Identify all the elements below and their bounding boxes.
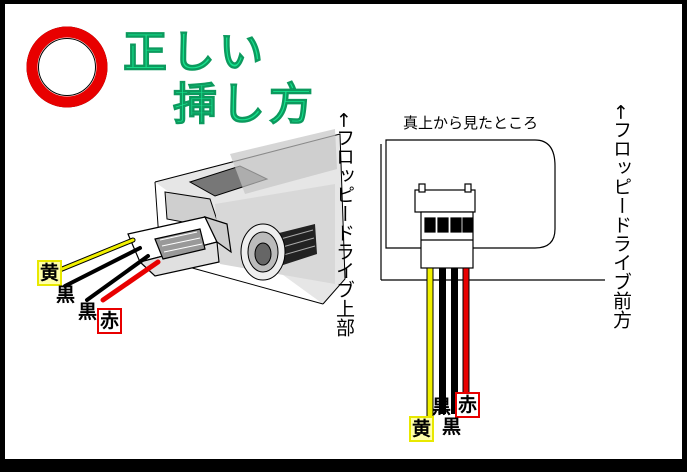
floppy-drive-perspective [154, 129, 346, 305]
drive-top-side-label: ←フロッピードライブ上部 [333, 112, 355, 337]
wire-label-red-right: 赤 [455, 392, 481, 418]
wire-label-yellow-left: 黄 [37, 260, 63, 286]
top-view-caption: 真上から見たところ [403, 114, 539, 132]
title-line-2: 挿し方 [173, 79, 317, 131]
wire-label-black-top-right: 黒 [432, 396, 452, 418]
wire-label-black1-left: 黒 [56, 284, 76, 306]
wire-label-black-bottom-right: 黒 [442, 416, 462, 438]
top-view-drawing [380, 139, 605, 281]
title-line-1: 正しい [123, 27, 267, 79]
wire-label-yellow-right: 黄 [409, 416, 435, 442]
wire-label-black2-left: 黒 [78, 301, 98, 323]
drive-front-side-label: ←フロッピードライブ前方 [610, 104, 632, 329]
wire-label-red-left: 赤 [97, 308, 123, 334]
diagram-canvas: 正しい 挿し方 黄 黒 黒 赤 ←フロッピードライブ上部 真上から見たところ ←… [5, 4, 682, 459]
diagram-graphics [26, 26, 605, 427]
correct-circle-icon [26, 26, 108, 108]
power-connector-plug [127, 216, 232, 277]
